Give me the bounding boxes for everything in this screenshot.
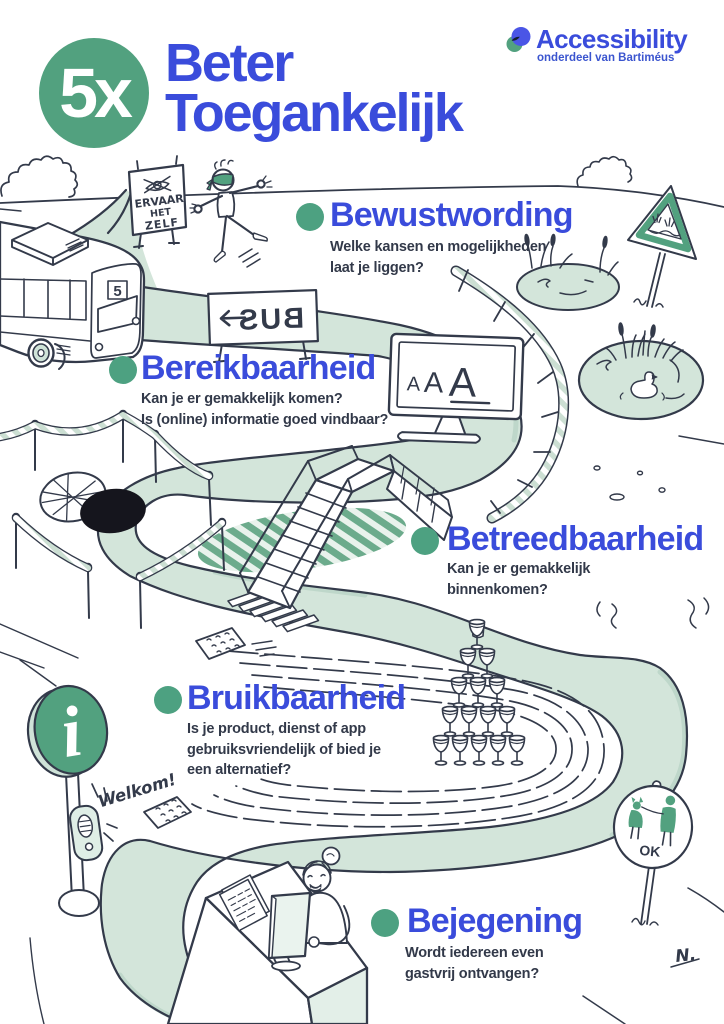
crossed-eye-icon <box>143 175 172 194</box>
section-body: Is je product, dienst of app gebruiksvri… <box>187 721 381 778</box>
bus-stop-sign: BUS <box>207 289 319 363</box>
desk-monitor <box>267 891 312 972</box>
warning-sign <box>627 185 697 308</box>
reeds <box>605 322 684 362</box>
monitor-letter-small: A <box>406 373 421 395</box>
section-title: Bejegening <box>407 902 583 940</box>
ok-sign-label: OK <box>639 842 661 860</box>
bush-left <box>0 155 79 198</box>
logo-accessibility: Accessibility onderdeel van Bartiméus <box>505 24 724 69</box>
experience-sign-line1: ERVAAR <box>134 192 185 211</box>
ropes <box>0 410 227 582</box>
section-dot <box>109 356 137 384</box>
road <box>64 188 689 1024</box>
stairs <box>239 445 453 610</box>
logo-brand: Accessibility <box>536 24 688 54</box>
ground-lines <box>0 623 79 1024</box>
section-title: Bewustwording <box>330 196 574 234</box>
lane-lines <box>191 650 605 828</box>
monitor-letter-large: A <box>448 359 478 406</box>
section-body: Kan je er gemakkelijk binnenkomen? <box>447 561 591 598</box>
pond-small <box>516 233 620 311</box>
info-sign: i <box>26 684 118 917</box>
tactile-plates <box>143 627 277 829</box>
section-dot <box>411 527 439 555</box>
bus-stop-sign-label: BUS <box>236 303 304 337</box>
experience-sign-text: ERVAAR HET ZELF <box>134 192 185 233</box>
monitor-letter-medium: A <box>423 367 444 400</box>
section-title: Bruikbaarheid <box>187 679 406 717</box>
bush-right <box>576 155 633 187</box>
reception <box>166 846 369 1024</box>
experience-sign-line2: HET <box>150 206 173 220</box>
blindfolded-person <box>189 159 273 268</box>
section-body: Welke kansen en mogelijkheden laat je li… <box>330 239 547 276</box>
guide-dog-pictogram <box>628 795 676 833</box>
experience-sign-line3: ZELF <box>144 216 179 233</box>
artist-signature: N. <box>670 945 700 968</box>
section-title: Betreedbaarheid <box>447 520 704 558</box>
poster-title: Beter Toegankelijk <box>165 33 464 143</box>
bus-route-number: 5 <box>113 283 121 300</box>
bus-wheel <box>27 338 66 370</box>
rope-barriers <box>0 409 227 629</box>
badge-5x: 5x <box>39 38 149 148</box>
duck <box>619 371 665 401</box>
font-size-monitor: A A A <box>387 332 525 444</box>
reeds <box>524 233 619 276</box>
accessibility-logo-icon <box>506 27 531 52</box>
section-dot <box>296 203 324 231</box>
section-dot <box>371 909 399 937</box>
documents <box>218 874 271 932</box>
section-dot <box>154 686 182 714</box>
section-title: Bereikbaarheid <box>141 349 376 387</box>
section-body: Kan je er gemakkelijk komen? Is (online)… <box>141 391 389 428</box>
logo-subtitle: onderdeel van Bartiméus <box>537 52 675 64</box>
pebbles <box>593 465 666 501</box>
experience-sign <box>127 155 188 249</box>
intercom <box>69 804 104 862</box>
badge-label: 5x <box>59 54 133 132</box>
signature-text: N. <box>674 945 697 967</box>
section-body: Wordt iedereen even gastvrij ontvangen? <box>405 945 544 982</box>
pond-duck <box>577 322 705 421</box>
corner-lines <box>582 887 724 1024</box>
bus: 5 <box>0 220 146 370</box>
manhole <box>39 471 146 534</box>
ok-sign: OK <box>612 780 694 926</box>
grass-squiggles <box>596 597 710 629</box>
